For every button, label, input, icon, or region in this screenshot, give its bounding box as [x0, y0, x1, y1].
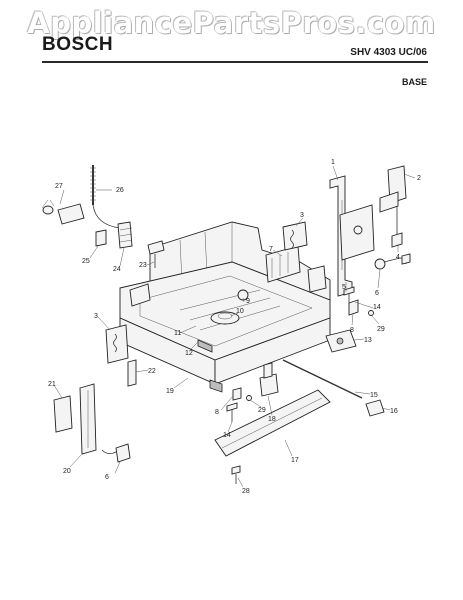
section-title: BASE [401, 77, 427, 87]
callout-label: 2 [417, 175, 421, 182]
callout-label: 4 [396, 254, 400, 261]
callout-label: 22 [148, 368, 156, 375]
left-side-parts [41, 165, 165, 463]
callout-label: 17 [291, 457, 299, 464]
callout-label: 8 [215, 409, 219, 416]
callout-label: 26 [116, 187, 124, 194]
callout-label: 27 [55, 183, 63, 190]
watermark: AppliancePartsPros.com [27, 6, 436, 40]
callout-label: 25 [82, 258, 90, 265]
callout-label: 29 [377, 326, 385, 333]
callout-label: 19 [166, 388, 174, 395]
callout-label: 7 [269, 246, 273, 253]
callout-label: 3 [94, 313, 98, 320]
model-number: SHV 4303 UC/06 [350, 47, 427, 58]
leader-lines [53, 165, 416, 488]
callout-label: 9 [246, 298, 250, 305]
callout-label: 10 [236, 308, 244, 315]
callout-label: 12 [185, 350, 193, 357]
brand-logo: BOSCH [42, 34, 114, 55]
callout-label: 14 [223, 432, 231, 439]
callout-label: 28 [242, 488, 250, 495]
right-side-parts [214, 165, 411, 484]
callout-label: 16 [390, 408, 398, 415]
callout-label: 6 [105, 474, 109, 481]
callout-label: 14 [373, 304, 381, 311]
callout-label: 29 [258, 407, 266, 414]
callout-labels: 1 2 3 4 5 7 6 8 29 14 13 15 16 17 28 9 1… [48, 159, 421, 495]
callout-label: 13 [364, 337, 372, 344]
callout-label: 24 [113, 266, 121, 273]
callout-label: 5 [342, 284, 346, 291]
callout-label: 1 [331, 159, 335, 166]
callout-label: 23 [139, 262, 147, 269]
callout-label: 20 [63, 468, 71, 475]
callout-label: 6 [375, 290, 379, 297]
base-tub [119, 221, 331, 393]
callout-label: 15 [370, 392, 378, 399]
callout-label: 3 [300, 212, 304, 219]
callout-label: 18 [268, 416, 276, 423]
callout-label: 8 [350, 327, 354, 334]
callout-label: 21 [48, 381, 56, 388]
callout-label: 11 [174, 330, 181, 337]
header-rule [42, 61, 428, 63]
